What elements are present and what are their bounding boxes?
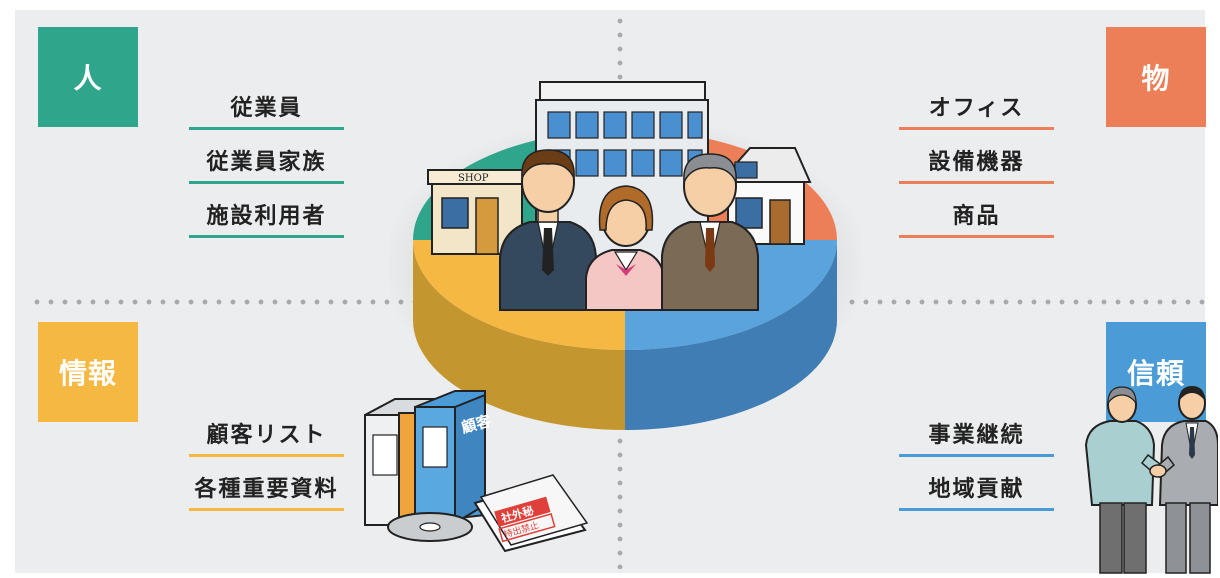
woman-figure — [585, 185, 665, 311]
handshake-illustration — [1084, 386, 1218, 574]
documents-illustration: 顧客 社外秘 持出禁止 — [364, 390, 589, 553]
worker-figure — [1084, 386, 1166, 574]
trust-item-list: 事業継続 地域貢献 — [899, 403, 1054, 511]
things-item: 商品 — [899, 184, 1054, 238]
disc-side-trust — [625, 240, 837, 430]
horizontal-divider-left — [30, 299, 425, 305]
man-young-figure — [499, 149, 597, 311]
handshake-hands — [1149, 464, 1167, 478]
horizontal-divider-right — [845, 299, 1205, 305]
info-item-list: 顧客リスト 各種重要資料 — [189, 403, 344, 511]
people-item-list: 従業員 従業員家族 施設利用者 — [189, 76, 344, 238]
people-item: 従業員 — [189, 76, 344, 130]
info-item: 顧客リスト — [189, 403, 344, 457]
things-item-list: オフィス 設備機器 商品 — [899, 76, 1054, 238]
things-item: 設備機器 — [899, 130, 1054, 184]
trust-item: 地域貢献 — [899, 457, 1054, 511]
people-item: 従業員家族 — [189, 130, 344, 184]
category-tile-info: 情報 — [38, 322, 138, 422]
cd-disc-icon — [387, 512, 473, 542]
businessman-figure — [1152, 386, 1218, 574]
man-elder-figure — [661, 153, 759, 311]
trust-item: 事業継続 — [899, 403, 1054, 457]
shop-sign-label: SHOP — [458, 173, 489, 184]
category-tile-things: 物 — [1106, 27, 1206, 127]
things-item: オフィス — [899, 76, 1054, 130]
central-disc-illustration: SHOP — [390, 81, 860, 430]
confidential-folder-icon: 社外秘 持出禁止 — [473, 474, 589, 553]
category-tile-people: 人 — [38, 27, 138, 127]
people-item: 施設利用者 — [189, 184, 344, 238]
info-item: 各種重要資料 — [189, 457, 344, 511]
disc-side-info — [413, 240, 625, 430]
